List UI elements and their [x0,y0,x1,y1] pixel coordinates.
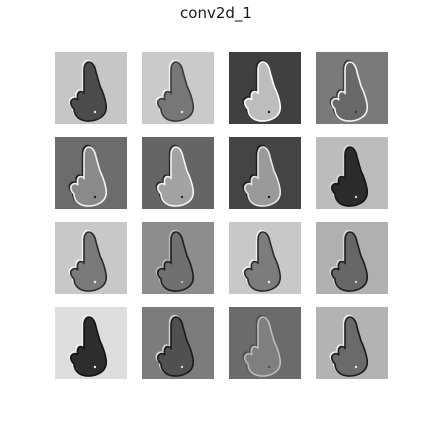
hand-silhouette [243,231,282,292]
hand-silhouette [156,316,195,377]
hand-silhouette [243,146,282,207]
hand-detail [267,365,271,369]
feature-map-image [229,222,301,294]
feature-map-tile [316,307,388,379]
feature-map-image [316,307,388,379]
feature-map-tile [55,52,127,124]
feature-map-tile [142,307,214,379]
feature-map-image [55,307,127,379]
hand-silhouette [156,61,195,122]
feature-map-image [316,137,388,209]
hand-silhouette [330,146,369,207]
hand-detail [93,280,97,284]
hand-silhouette [330,61,369,122]
hand-detail [354,365,358,369]
feature-map-image [229,137,301,209]
feature-map-image [229,307,301,379]
hand-detail [354,280,358,284]
figure-title: conv2d_1 [180,4,252,22]
hand-silhouette [156,146,195,207]
feature-map-tile [229,137,301,209]
feature-map-tile [316,222,388,294]
hand-detail [180,195,184,199]
feature-map-tile [229,52,301,124]
feature-map-image [142,137,214,209]
feature-map-image [55,222,127,294]
feature-map-tile [142,137,214,209]
feature-map-tile [55,137,127,209]
hand-silhouette [330,316,369,377]
hand-detail [93,110,97,114]
feature-map-image [142,52,214,124]
feature-map-tile [142,222,214,294]
feature-map-image [142,222,214,294]
hand-silhouette [69,316,108,377]
hand-silhouette [156,231,195,292]
feature-map-image [316,52,388,124]
feature-map-image [229,52,301,124]
hand-detail [354,110,358,114]
hand-silhouette [69,231,108,292]
feature-map-tile [316,137,388,209]
feature-map-tile [142,52,214,124]
hand-detail [93,365,97,369]
feature-map-tile [316,52,388,124]
hand-silhouette [243,61,282,122]
feature-map-image [142,307,214,379]
feature-map-tile [55,222,127,294]
hand-silhouette [330,231,369,292]
hand-silhouette [69,146,108,207]
hand-detail [267,280,271,284]
hand-silhouette [69,61,108,122]
feature-map-tile [55,307,127,379]
hand-detail [354,195,358,199]
hand-detail [267,110,271,114]
feature-map-tile [229,222,301,294]
hand-silhouette [243,316,282,377]
feature-map-image [316,222,388,294]
hand-detail [93,195,97,199]
hand-detail [180,365,184,369]
feature-map-tile [229,307,301,379]
hand-detail [180,280,184,284]
hand-detail [180,110,184,114]
feature-map-image [55,52,127,124]
hand-detail [267,195,271,199]
feature-map-image [55,137,127,209]
